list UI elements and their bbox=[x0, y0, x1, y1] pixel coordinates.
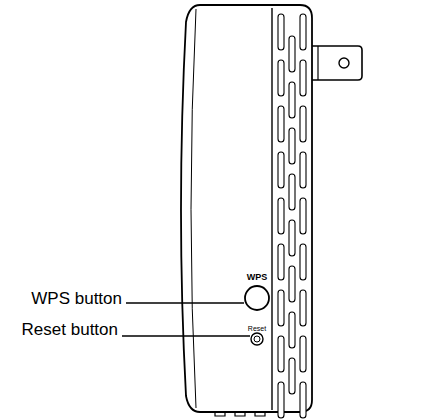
reset-hole bbox=[254, 336, 260, 342]
feet bbox=[215, 412, 265, 416]
vent-slot bbox=[300, 244, 306, 280]
vent-slot bbox=[278, 106, 284, 142]
button-marking: Reset bbox=[248, 325, 266, 332]
vent-slot bbox=[278, 14, 284, 50]
vent-slot bbox=[278, 290, 284, 326]
vent-slot bbox=[278, 198, 284, 234]
vent-slot bbox=[300, 290, 306, 326]
vent-slot bbox=[300, 152, 306, 188]
button-marking: WPS bbox=[247, 273, 268, 282]
vent-slot bbox=[300, 382, 306, 418]
wps-button bbox=[245, 286, 269, 310]
prong-edge bbox=[317, 46, 318, 80]
vent-slot bbox=[278, 382, 284, 418]
vent-slot bbox=[278, 244, 284, 280]
vent-slot bbox=[289, 82, 295, 118]
callout-label: Reset button bbox=[22, 321, 118, 338]
vent-slot bbox=[289, 174, 295, 210]
vent-slot bbox=[289, 358, 295, 394]
vent-slot bbox=[289, 312, 295, 348]
leader-line bbox=[126, 302, 244, 303]
prong-hole bbox=[339, 58, 349, 68]
vent-slot bbox=[289, 128, 295, 164]
device-body bbox=[181, 5, 312, 412]
vent-slot bbox=[278, 336, 284, 372]
vent-slot bbox=[289, 220, 295, 256]
vent-slot bbox=[289, 36, 295, 72]
front-bevel bbox=[191, 9, 196, 408]
vent-slot bbox=[278, 60, 284, 96]
callout-label: WPS button bbox=[31, 290, 122, 307]
vent-slot bbox=[289, 266, 295, 302]
leader-line bbox=[122, 335, 250, 336]
vent-slot bbox=[300, 198, 306, 234]
reset-button bbox=[251, 333, 263, 345]
vent-slot bbox=[278, 152, 284, 188]
vent-slot bbox=[300, 14, 306, 50]
vent-slots bbox=[278, 14, 306, 418]
vent-slot bbox=[300, 336, 306, 372]
face-edge bbox=[271, 8, 272, 410]
plug-prong bbox=[306, 46, 362, 80]
vent-slot bbox=[300, 106, 306, 142]
vent-slot bbox=[300, 60, 306, 96]
